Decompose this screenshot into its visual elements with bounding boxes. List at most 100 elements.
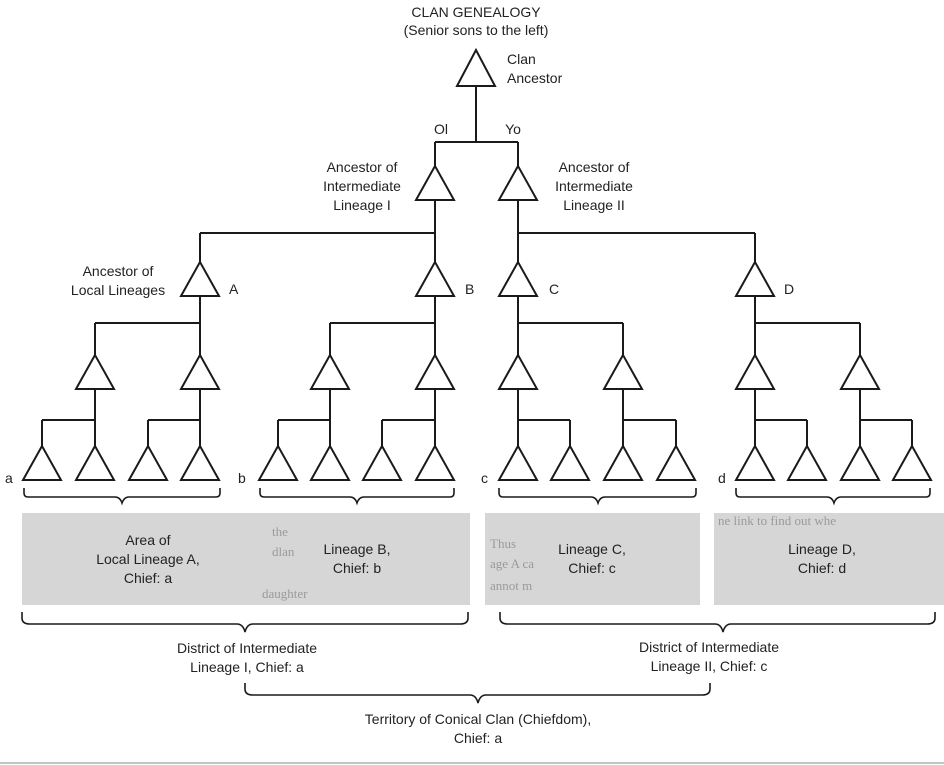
sub-b2-triangle bbox=[414, 352, 456, 390]
leaf-b2-triangle bbox=[309, 443, 351, 481]
bleed-4-1: ne link to find out whe bbox=[718, 513, 836, 528]
chief-letter-a: a bbox=[5, 470, 13, 486]
tree-lines bbox=[41, 86, 913, 446]
bleed-2-1: the bbox=[272, 524, 288, 539]
younger-branch-label: Yo bbox=[505, 121, 521, 137]
leaf-c4-triangle bbox=[655, 443, 697, 481]
intermediate-1-label-3: Lineage I bbox=[333, 197, 391, 213]
lineage-a2-line bbox=[147, 389, 201, 446]
lineage-c-line bbox=[517, 296, 624, 355]
clan-ancestor-triangle bbox=[455, 47, 497, 87]
intermediate-1-label-1: Ancestor of bbox=[327, 159, 398, 175]
intermediate-2-label-3: Lineage II bbox=[563, 197, 625, 213]
lineage-b1-line bbox=[277, 389, 331, 446]
sub-c1-triangle bbox=[497, 352, 539, 390]
sub-c2-triangle bbox=[602, 352, 644, 390]
area-shading bbox=[22, 513, 944, 605]
leaf-b3-triangle bbox=[361, 443, 403, 481]
leaf-c2-triangle bbox=[549, 443, 591, 481]
area-b-brace bbox=[259, 488, 455, 506]
local-letter-c: C bbox=[549, 281, 559, 297]
braces bbox=[21, 488, 936, 704]
leaf-a3-triangle bbox=[127, 443, 169, 481]
intermediate-2-label-2: Intermediate bbox=[555, 178, 633, 194]
chief-letter-c: c bbox=[481, 470, 488, 486]
area-d-label-2: Chief: d bbox=[798, 560, 846, 576]
bleed-2-2: dlan bbox=[272, 544, 295, 559]
lineage-d1-line bbox=[754, 389, 808, 446]
bleed-2-3: daughter bbox=[262, 586, 308, 601]
leaf-a2-triangle bbox=[74, 443, 116, 481]
district-1-brace bbox=[21, 612, 469, 633]
area-d-shade bbox=[714, 513, 944, 605]
background-bleed-text: the dlan daughter Thus age A ca annot m … bbox=[262, 513, 836, 601]
district-2-brace bbox=[499, 612, 936, 633]
territory-label-2: Chief: a bbox=[454, 730, 502, 746]
district-1-label-1: District of Intermediate bbox=[177, 640, 317, 656]
sub-d1-triangle bbox=[734, 352, 776, 390]
district-2-label-2: Lineage II, Chief: c bbox=[651, 658, 768, 674]
local-d-triangle bbox=[734, 259, 776, 297]
diagram-subtitle: (Senior sons to the left) bbox=[404, 22, 549, 38]
triangles bbox=[21, 47, 933, 481]
bleed-3-3: annot m bbox=[490, 578, 532, 593]
leaf-b1-triangle bbox=[257, 443, 299, 481]
clan-ancestor-label-1: Clan bbox=[507, 51, 536, 67]
district-1-label-2: Lineage I, Chief: a bbox=[190, 659, 304, 675]
local-ancestor-label-2: Local Lineages bbox=[71, 282, 165, 298]
area-c-label-1: Lineage C, bbox=[558, 541, 626, 557]
area-c-shade bbox=[485, 513, 700, 605]
area-labels: Area of Local Lineage A, Chief: a Lineag… bbox=[96, 532, 856, 586]
area-b-label-1: Lineage B, bbox=[324, 541, 391, 557]
leaf-c1-triangle bbox=[497, 443, 539, 481]
area-d-brace bbox=[735, 488, 931, 506]
leaf-c3-triangle bbox=[602, 443, 644, 481]
intermediate-2-triangle bbox=[497, 163, 539, 201]
intermediate-1-label-2: Intermediate bbox=[323, 178, 401, 194]
area-a-brace bbox=[23, 488, 221, 506]
area-c-label-2: Chief: c bbox=[568, 560, 615, 576]
lineage-d-line bbox=[754, 296, 861, 355]
bleed-3-1: Thus bbox=[490, 536, 516, 551]
lineage-c1-line bbox=[517, 389, 571, 446]
sub-d2-triangle bbox=[839, 352, 881, 390]
leaf-d3-triangle bbox=[839, 443, 881, 481]
chief-letter-b: b bbox=[238, 470, 246, 486]
lineage-a-line bbox=[94, 296, 201, 355]
territory-label-1: Territory of Conical Clan (Chiefdom), bbox=[365, 711, 591, 727]
local-letter-b: B bbox=[465, 281, 474, 297]
sub-a1-triangle bbox=[74, 352, 116, 390]
sub-b1-triangle bbox=[309, 352, 351, 390]
elder-branch-label: Ol bbox=[434, 121, 448, 137]
local-b-triangle bbox=[414, 259, 456, 297]
intermediate-1-split-line bbox=[199, 200, 436, 262]
intermediate-2-label-1: Ancestor of bbox=[559, 159, 630, 175]
node-labels: Clan Ancestor Ol Yo Ancestor of Intermed… bbox=[5, 51, 794, 486]
leaf-d1-triangle bbox=[734, 443, 776, 481]
intermediate-2-split-line bbox=[517, 200, 756, 262]
lineage-b2-line bbox=[381, 389, 436, 446]
local-c-triangle bbox=[497, 259, 539, 297]
leaf-a4-triangle bbox=[179, 443, 221, 481]
area-a-label-3: Chief: a bbox=[124, 570, 172, 586]
leaf-d2-triangle bbox=[786, 443, 828, 481]
local-letter-d: D bbox=[784, 281, 794, 297]
leaf-d4-triangle bbox=[891, 443, 933, 481]
area-a-label-1: Area of bbox=[125, 532, 170, 548]
district-2-label-1: District of Intermediate bbox=[639, 639, 779, 655]
lineage-c2-line bbox=[622, 389, 677, 446]
bleed-3-2: age A ca bbox=[490, 556, 534, 571]
clan-split-line bbox=[434, 86, 519, 166]
area-c-brace bbox=[498, 488, 697, 506]
territory-brace bbox=[244, 683, 711, 704]
area-a-shade bbox=[22, 513, 266, 605]
chief-letter-d: d bbox=[718, 470, 726, 486]
area-b-label-2: Chief: b bbox=[333, 560, 381, 576]
intermediate-1-triangle bbox=[414, 163, 456, 201]
local-a-triangle bbox=[179, 259, 221, 297]
clan-ancestor-label-2: Ancestor bbox=[507, 70, 563, 86]
diagram-title: CLAN GENEALOGY bbox=[411, 4, 541, 20]
sub-a2-triangle bbox=[179, 352, 221, 390]
lineage-d2-line bbox=[859, 389, 913, 446]
